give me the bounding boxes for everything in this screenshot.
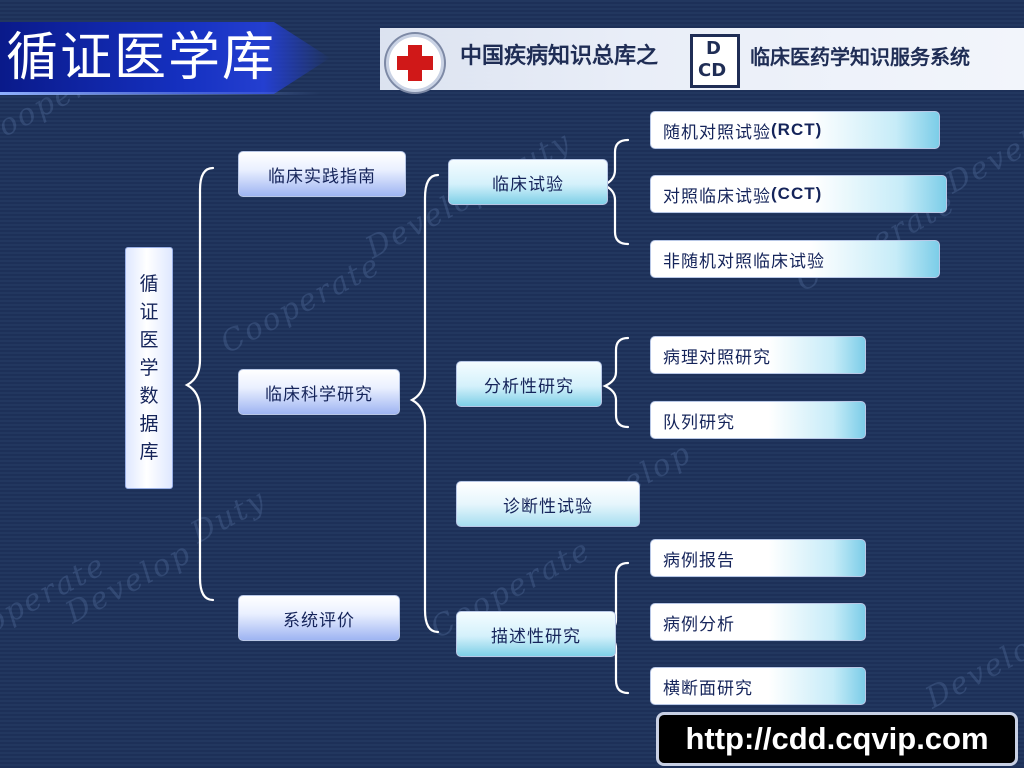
- logo-letters-bottom: CD: [698, 60, 727, 81]
- leaf-label: 病例分析: [663, 614, 735, 635]
- leaf-label: 非随机对照临床试验: [663, 251, 825, 272]
- node-clinical-research: 临床科学研究: [238, 369, 400, 415]
- title-underline: [0, 92, 320, 95]
- leaf-label: 随机对照试验: [663, 122, 771, 143]
- root-char: 数: [139, 385, 159, 407]
- node-clinical-guidelines: 临床实践指南: [238, 151, 406, 197]
- root-char: 证: [139, 301, 159, 323]
- root-char: 库: [139, 441, 159, 463]
- root-char: 医: [139, 329, 159, 351]
- leaf-suffix: (CCT): [771, 184, 823, 203]
- node-diagnostic-test: 诊断性试验: [456, 481, 640, 527]
- root-char: 据: [139, 413, 159, 435]
- leaf-label: 病理对照研究: [663, 347, 771, 368]
- node-case-control: 病理对照研究: [650, 336, 866, 374]
- node-descriptive-study: 描述性研究: [456, 611, 616, 657]
- leaf-suffix: (RCT): [771, 120, 823, 139]
- system-name-left: 中国疾病知识总库之: [460, 44, 659, 69]
- logo-letter-top: D: [706, 38, 721, 59]
- root-node-evidence-database: 循 证 医 学 数 据 库: [125, 247, 173, 489]
- leaf-label: 对照临床试验: [663, 186, 771, 207]
- node-non-randomized-trial: 非随机对照临床试验: [650, 240, 940, 278]
- node-analytic-study: 分析性研究: [456, 361, 602, 407]
- cdd-logo-icon: D CD: [690, 34, 740, 88]
- leaf-label: 横断面研究: [663, 678, 753, 699]
- node-cct: 对照临床试验(CCT): [650, 175, 947, 213]
- title-bar: [0, 22, 330, 94]
- node-cross-sectional: 横断面研究: [650, 667, 866, 705]
- leaf-label: 队列研究: [663, 412, 735, 433]
- brace-root: [184, 166, 215, 602]
- website-url-link[interactable]: http://cdd.cqvip.com: [656, 712, 1018, 766]
- node-clinical-trial: 临床试验: [448, 159, 608, 205]
- system-name-right: 临床医药学知识服务系统: [750, 45, 970, 69]
- node-rct: 随机对照试验(RCT): [650, 111, 940, 149]
- brace-research: [409, 173, 440, 634]
- brace-analytic: [602, 336, 630, 429]
- root-char: 学: [139, 357, 159, 379]
- medical-cross-icon: [386, 34, 444, 92]
- root-char: 循: [139, 273, 159, 295]
- page-title: 循证医学库: [6, 28, 277, 88]
- node-case-report: 病例报告: [650, 539, 866, 577]
- node-systematic-review: 系统评价: [238, 595, 400, 641]
- node-case-analysis: 病例分析: [650, 603, 866, 641]
- node-cohort: 队列研究: [650, 401, 866, 439]
- leaf-label: 病例报告: [663, 550, 735, 571]
